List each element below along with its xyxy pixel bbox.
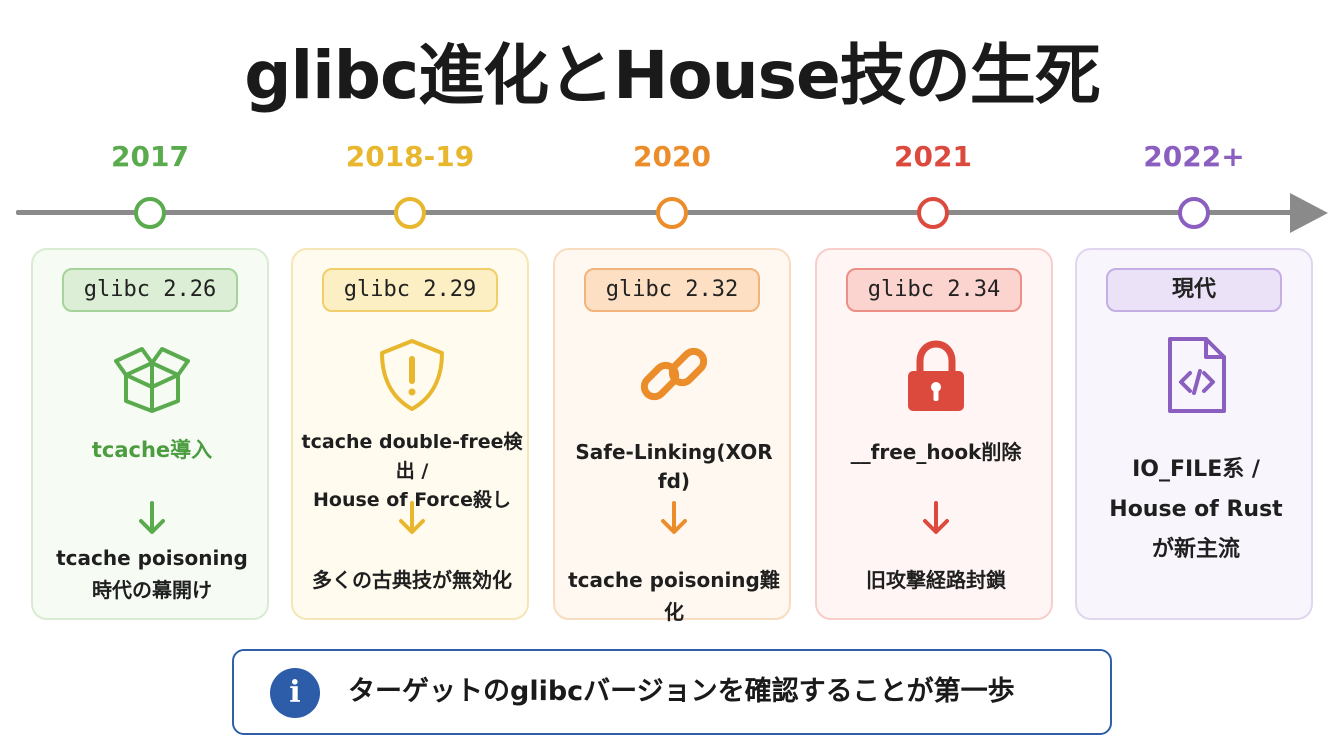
timeline-node-2022 [1178,197,1210,229]
year-label-2018-19: 2018-19 [345,140,475,173]
info-callout: i ターゲットのglibcバージョンを確認することが第一歩 [232,649,1112,735]
timeline-arrow-icon [1290,193,1328,233]
year-label-2017: 2017 [111,140,189,173]
timeline-node-2020 [656,197,688,229]
feature-label: IO_FILE系 / House of Rust が新主流 [1081,450,1311,570]
glibc-version-badge: glibc 2.26 [62,268,238,312]
result-text: tcache poisoning難化 [568,568,780,624]
result-text: 多くの古典技が無効化 [312,568,512,592]
era-badge: 現代 [1106,268,1282,312]
feature-line: IO_FILE系 / [1132,457,1260,482]
card-2017: glibc 2.26 tcache導入 tcache poisoning 時代の… [31,248,269,620]
card-2020: glibc 2.32 Safe-Linking(XOR fd) tcache p… [553,248,791,624]
chain-link-icon [640,347,708,401]
info-icon: i [270,668,320,718]
result-line: 時代の幕開け [92,578,212,602]
timeline-node-2017 [134,197,166,229]
feature-label: __free_hook削除 [850,440,1022,464]
timeline-node-2021 [917,197,949,229]
timeline-node-2018-19 [394,197,426,229]
feature-line: House of Force殺し [312,489,511,511]
feature-label: tcache導入 [91,438,213,462]
result-text: tcache poisoning 時代の幕開け [37,542,267,606]
result-text: 旧攻撃経路封鎖 [866,568,1006,592]
card-2021: glibc 2.34 __free_hook削除 旧攻撃経路封鎖 [815,248,1053,620]
result-line: tcache poisoning [56,546,248,570]
page-title: glibc進化とHouse技の生死 [244,37,1100,114]
down-arrow-icon [923,501,949,534]
warning-shield-icon [380,339,444,411]
feature-line: House of Rust [1109,497,1283,522]
year-label-2021: 2021 [894,140,972,173]
padlock-icon [908,340,964,411]
feature-line: tcache double-free検出 / [301,431,523,482]
year-label-2020: 2020 [633,140,711,173]
down-arrow-icon [139,501,165,534]
feature-label: tcache double-free検出 / House of Force殺し [297,428,527,515]
card-2018-19: glibc 2.29 tcache double-free検出 / House … [291,248,529,620]
year-label-2022: 2022+ [1143,140,1245,173]
down-arrow-icon [399,501,425,534]
glibc-version-badge: glibc 2.32 [584,268,760,312]
open-box-icon [114,347,190,413]
glibc-version-badge: glibc 2.29 [322,268,498,312]
info-text: ターゲットのglibcバージョンを確認することが第一歩 [348,676,1015,707]
down-arrow-icon [661,501,687,534]
code-file-icon [1168,337,1226,413]
card-2022: 現代 IO_FILE系 / House of Rust が新主流 [1075,248,1313,620]
feature-label: Safe-Linking(XOR fd) [575,440,773,493]
feature-line: が新主流 [1151,537,1240,562]
glibc-version-badge: glibc 2.34 [846,268,1022,312]
